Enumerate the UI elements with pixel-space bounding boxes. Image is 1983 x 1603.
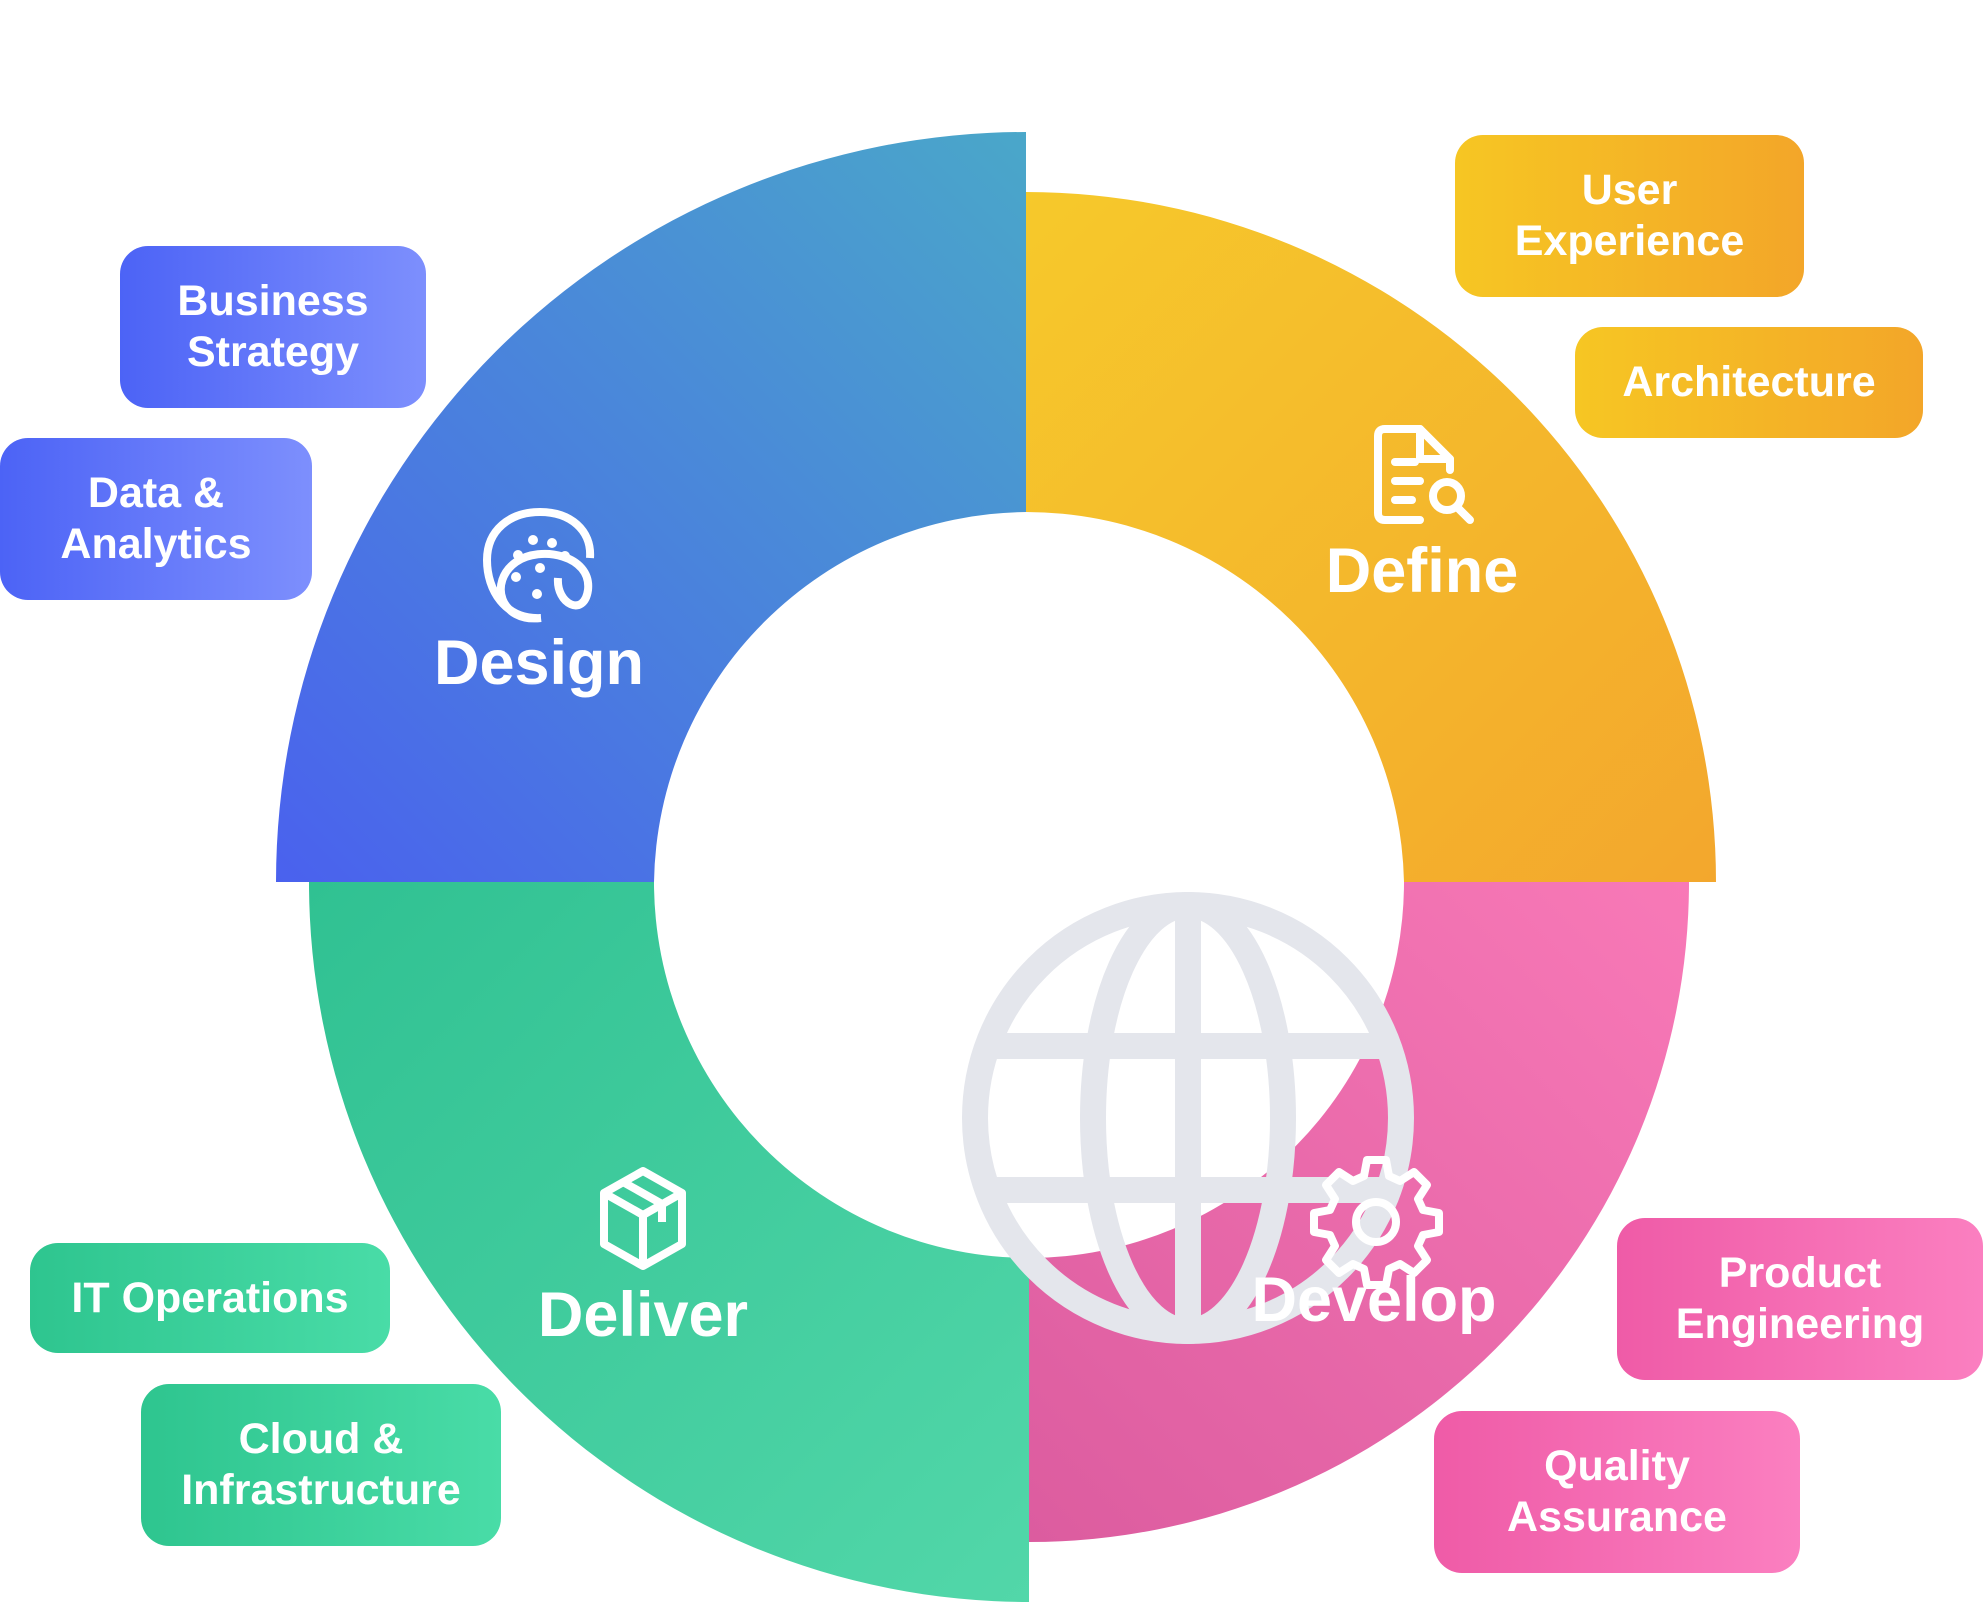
tag-it-operations: IT Operations bbox=[30, 1243, 390, 1353]
tag-data-analytics: Data &Analytics bbox=[0, 438, 312, 600]
globe-icon bbox=[962, 892, 1414, 1344]
tag-cloud-infrastructure: Cloud &Infrastructure bbox=[141, 1384, 501, 1546]
segment-deliver bbox=[309, 882, 1029, 1602]
document-search-icon bbox=[1374, 425, 1474, 524]
segment-label-design: Design bbox=[433, 628, 645, 698]
tag-architecture: Architecture bbox=[1575, 327, 1923, 438]
segment-define bbox=[1026, 192, 1716, 882]
segment-label-deliver: Deliver bbox=[537, 1280, 749, 1350]
box-icon bbox=[600, 1167, 686, 1270]
palette-icon bbox=[482, 507, 595, 623]
segment-label-define: Define bbox=[1325, 536, 1519, 606]
gear-icon bbox=[1310, 1156, 1443, 1289]
segment-label-develop: Develop bbox=[1251, 1265, 1497, 1335]
segment-design bbox=[276, 132, 1026, 882]
